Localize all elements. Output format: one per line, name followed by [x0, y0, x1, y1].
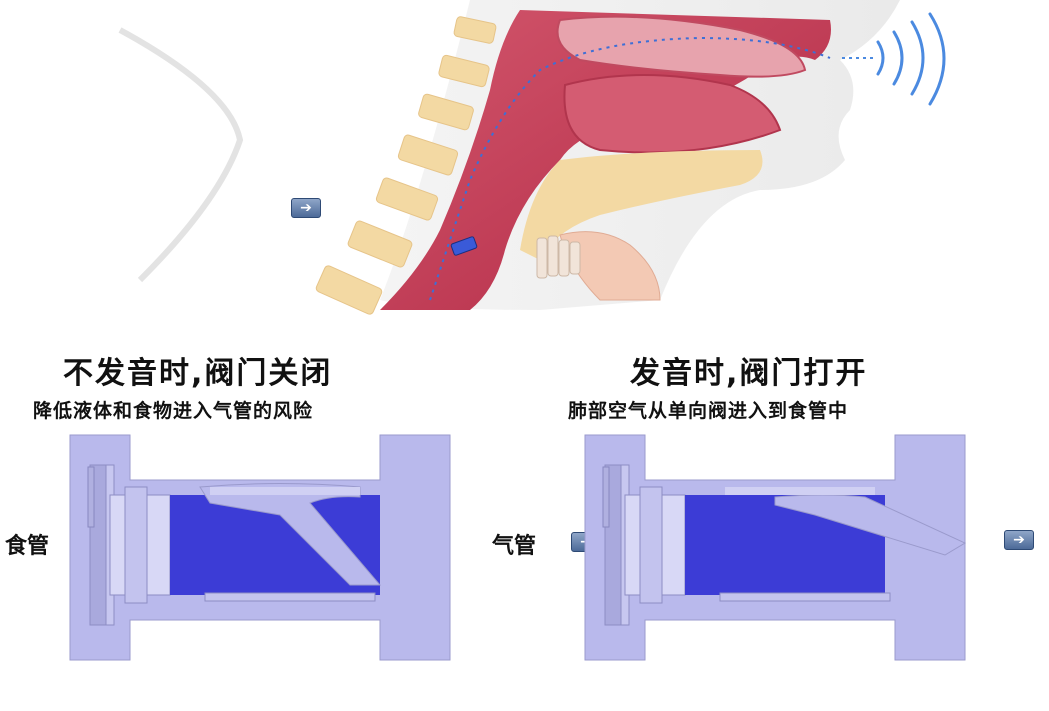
esophagus-label: 食管: [5, 534, 50, 559]
closed-panel-subtitle: 降低液体和食物进入气管的风险: [33, 400, 314, 422]
trachea-label: 气管: [492, 534, 537, 559]
neck-outline: [118, 27, 244, 283]
closed-panel-title: 不发音时,阀门关闭: [63, 356, 333, 391]
open-valve-diagram: [584, 434, 967, 661]
flange-bolt: [602, 466, 610, 528]
open-panel-title: 发音时,阀门打开: [630, 356, 868, 391]
valve-flap-open: [774, 494, 967, 556]
right-arrow-icon: ➔: [291, 198, 321, 218]
airflow-path: [429, 36, 831, 301]
spine-vertebrae: [315, 16, 497, 315]
open-panel-subtitle: 肺部空气从单向阀进入到食管中: [568, 400, 849, 422]
throat-anatomy-illustration: [118, 0, 946, 315]
voice-prosthesis: [450, 236, 478, 256]
nasal-cavity: [556, 15, 807, 78]
sound-waves-icon: [876, 12, 946, 106]
stoma-device: [536, 235, 581, 279]
tongue: [563, 74, 782, 154]
right-arrow-icon: ➔: [1004, 530, 1034, 550]
closed-valve-diagram: [69, 434, 451, 661]
flange-bolt: [87, 466, 95, 528]
jaw-layer: [520, 150, 763, 260]
